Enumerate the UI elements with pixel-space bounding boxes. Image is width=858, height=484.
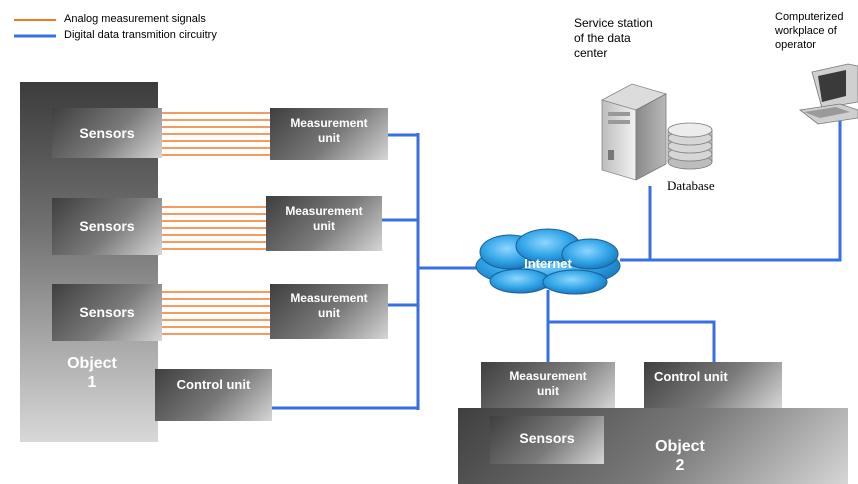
analog-bundle-3 — [162, 291, 270, 335]
analog-bundle-2 — [162, 206, 268, 250]
service-station-label: Service station of the data center — [574, 16, 653, 60]
digital-lines — [272, 100, 842, 410]
database-label: Database — [667, 178, 715, 193]
analog-bundle-1 — [160, 112, 270, 156]
sensors-box-3: Sensors — [52, 284, 162, 341]
control-unit-object-2: Control unit — [644, 362, 782, 408]
sensors-box-1: Sensors — [52, 108, 162, 158]
legend-digital-label: Digital data transmition circuitry — [64, 29, 217, 41]
sensors-box-2: Sensors — [52, 198, 162, 255]
control-unit-1: Control unit — [155, 369, 272, 421]
operator-label: Computerized workplace of operator — [775, 11, 844, 51]
legend-analog-label: Analog measurement signals — [64, 13, 206, 25]
sensors-box-object-2: Sensors — [490, 416, 604, 464]
internet-label: Internet — [524, 256, 572, 271]
